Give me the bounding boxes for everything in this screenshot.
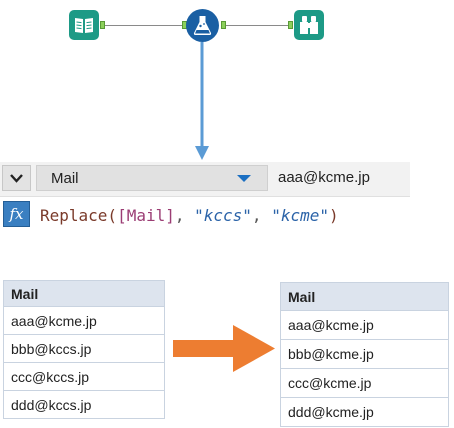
input-anchor[interactable] (288, 21, 293, 29)
expr-close-paren: ) (328, 206, 339, 225)
output-anchor[interactable] (100, 21, 105, 29)
formula-tool[interactable] (186, 9, 219, 42)
book-icon (75, 18, 93, 33)
connection-wire (226, 25, 289, 26)
chevron-down-icon (10, 174, 23, 183)
expr-separator: , (251, 206, 272, 225)
table-cell: aaa@kcme.jp (3, 306, 165, 335)
input-data-tool[interactable] (69, 10, 99, 40)
table-cell: ccc@kccs.jp (3, 362, 165, 391)
binoculars-icon (300, 16, 318, 34)
browse-tool[interactable] (294, 10, 324, 40)
column-header: Mail (280, 282, 449, 311)
column-header: Mail (3, 280, 165, 307)
expression-editor[interactable]: Replace([Mail], "kccs", "kcme") (40, 206, 339, 225)
table-cell: ddd@kccs.jp (3, 390, 165, 419)
output-anchor[interactable] (221, 21, 226, 29)
expr-function: Replace( (40, 206, 118, 225)
expr-field: [Mail] (117, 206, 175, 225)
output-table: Mail aaa@kcme.jp bbb@kcme.jp ccc@kcme.jp… (280, 282, 449, 427)
result-arrow (173, 325, 275, 372)
table-cell: bbb@kcme.jp (280, 339, 449, 369)
expr-arg-replace: "kcme" (271, 206, 329, 225)
output-column-value: Mail (51, 170, 79, 187)
down-arrow (195, 42, 209, 160)
table-cell: aaa@kcme.jp (280, 310, 449, 340)
caret-down-icon (237, 175, 251, 182)
expand-toggle[interactable] (2, 165, 31, 191)
fx-icon[interactable]: fx (3, 201, 30, 227)
output-column-dropdown[interactable]: Mail (36, 165, 268, 191)
table-cell: ccc@kcme.jp (280, 368, 449, 398)
table-cell: bbb@kccs.jp (3, 334, 165, 363)
connection-wire (105, 25, 184, 26)
input-table: Mail aaa@kcme.jp bbb@kccs.jp ccc@kccs.jp… (3, 280, 165, 419)
table-cell: ddd@kcme.jp (280, 397, 449, 427)
flask-icon (193, 16, 212, 35)
data-preview-value: aaa@kcme.jp (278, 169, 370, 186)
expr-arg-find: "kccs" (194, 206, 252, 225)
expr-separator: , (174, 206, 195, 225)
